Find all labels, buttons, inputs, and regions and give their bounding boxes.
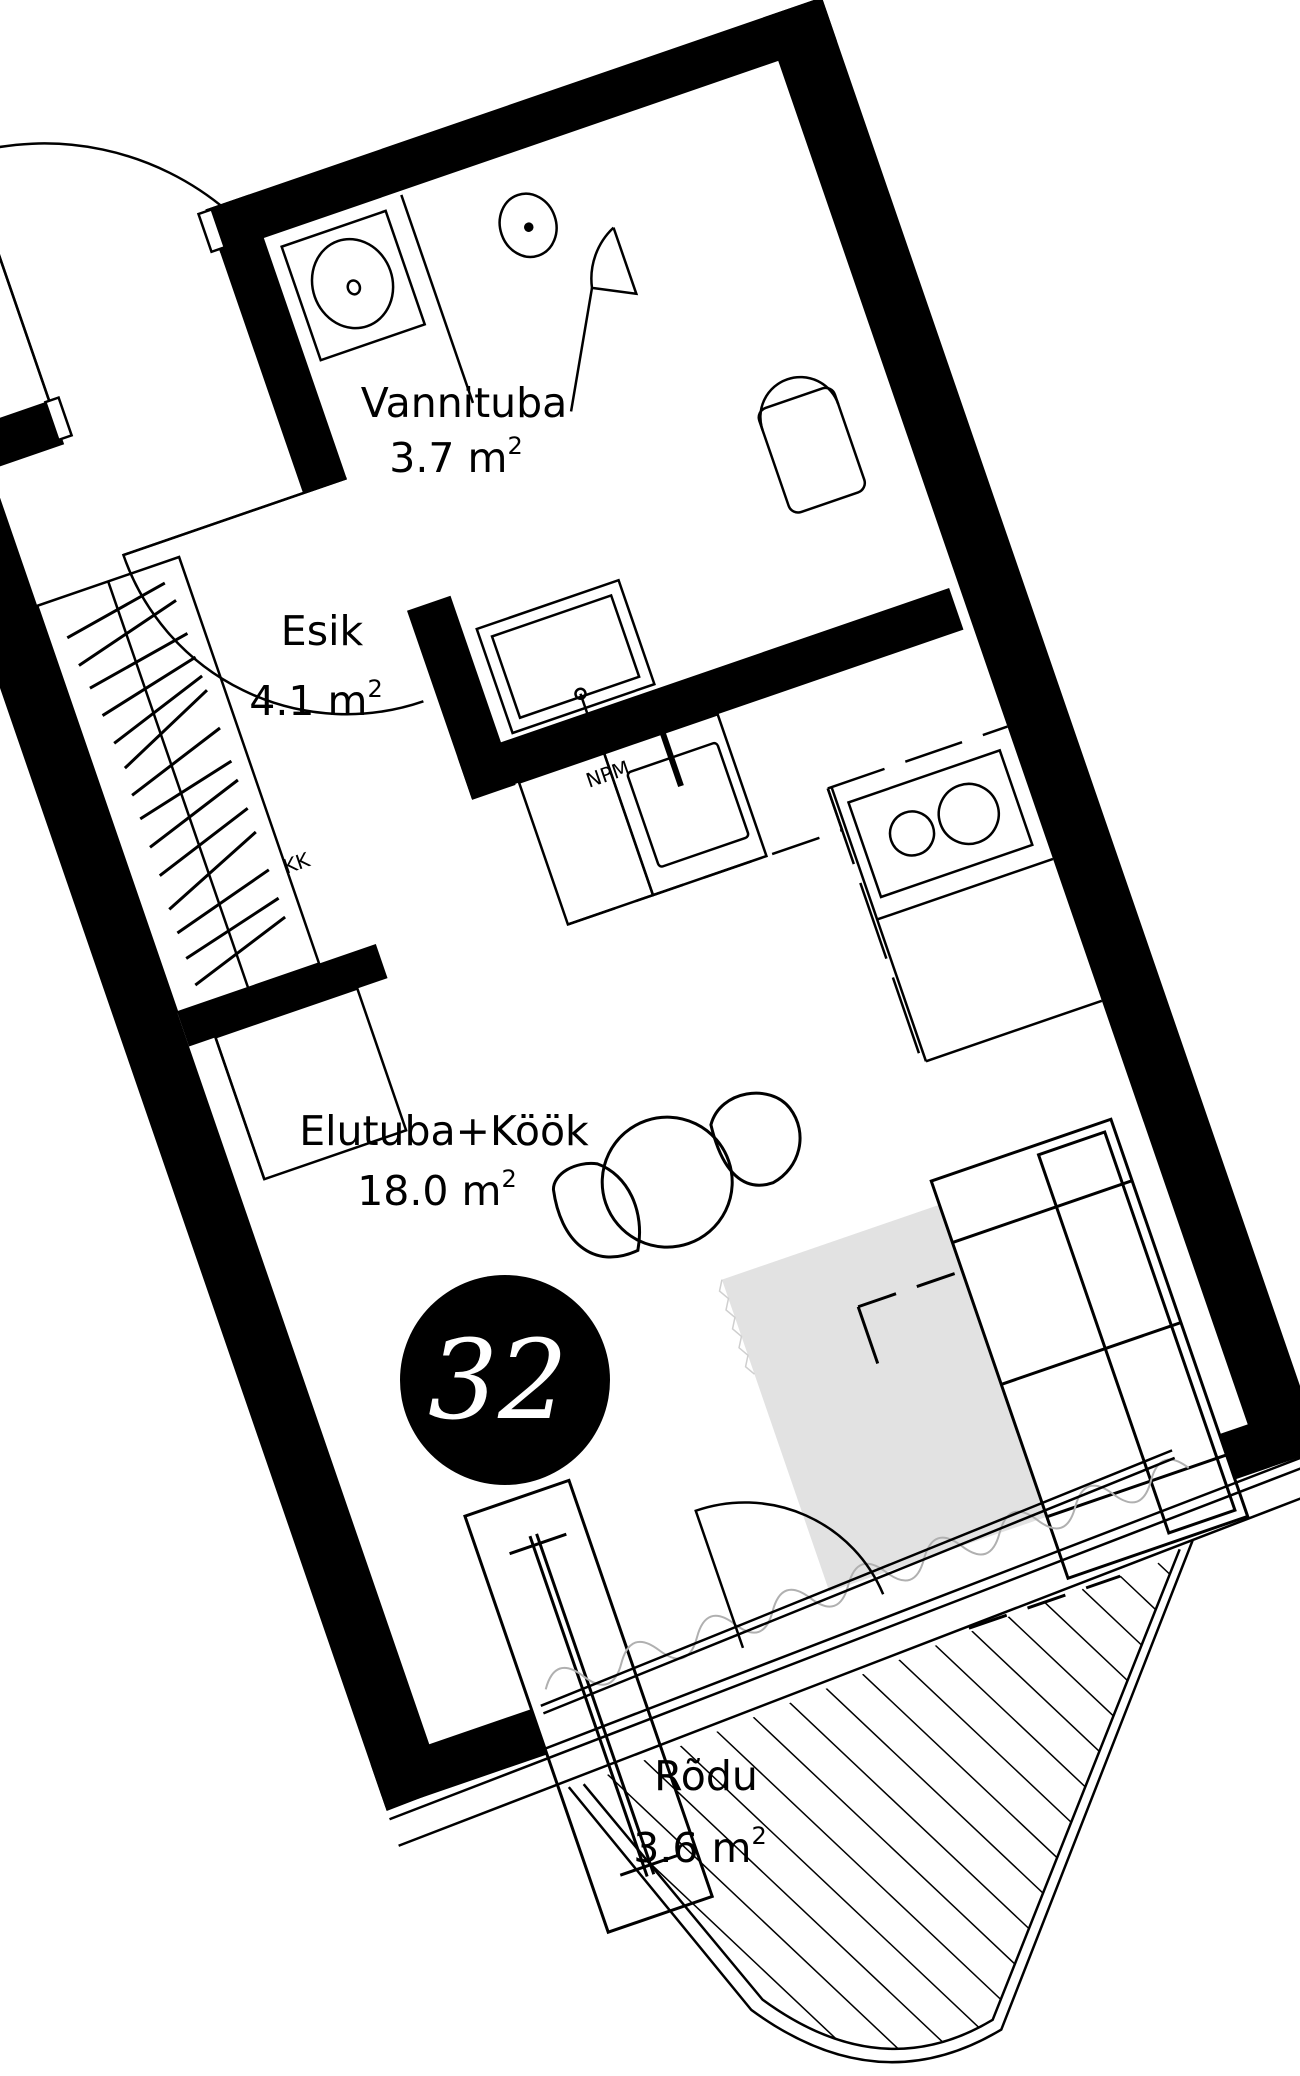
curtain [544, 1458, 1190, 1690]
room-name: Elutuba+Köök [299, 1107, 589, 1155]
bathroom [121, 192, 867, 735]
room-label-hallway: Esik 4.1 m2 [249, 607, 382, 725]
wardrobe-hangers [35, 555, 321, 1014]
room-area: 3.7 m2 [389, 432, 522, 482]
exterior-walls [0, 0, 1300, 1810]
dining-set [551, 1091, 802, 1259]
window-frame [385, 1448, 1300, 1847]
unit-number: 32 [428, 1316, 568, 1444]
room-name: Vannituba [361, 379, 568, 427]
unit-number-badge: 32 [400, 1275, 610, 1485]
kitchen-counter [517, 712, 1103, 1064]
room-name: Rõdu [654, 1752, 758, 1800]
room-area: 3.6 m2 [633, 1822, 766, 1872]
dishwasher-label: NPM [583, 756, 633, 793]
entrance-door [0, 142, 228, 442]
tv-bench [463, 1478, 715, 1935]
wardrobe-label: KK [280, 847, 313, 879]
room-label-bathroom: Vannituba 3.7 m2 [361, 379, 568, 482]
room-area: 18.0 m2 [357, 1165, 517, 1215]
room-label-balcony: Rõdu 3.6 m2 [633, 1752, 766, 1872]
room-area: 4.1 m2 [249, 675, 382, 725]
storage-cabinet [213, 986, 408, 1181]
room-name: Esik [281, 607, 364, 655]
sofa [856, 1117, 1250, 1630]
room-label-living-kitchen: Elutuba+Köök 18.0 m2 [299, 1107, 589, 1215]
